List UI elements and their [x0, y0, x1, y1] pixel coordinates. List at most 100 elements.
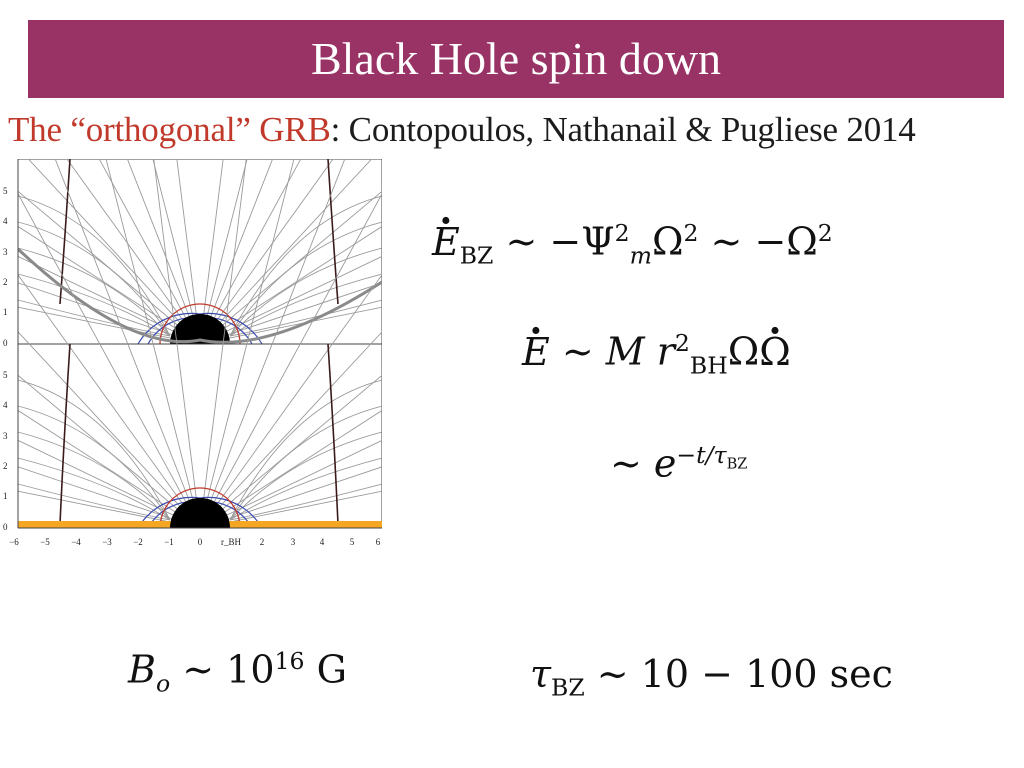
bottom-y-tick: 5 — [3, 370, 8, 380]
field-line — [0, 460, 180, 522]
field-line-figure: 5 4 3 2 1 0 5 4 3 2 1 0 −6 −5 −4 −3 −2 −… — [0, 156, 384, 548]
field-line — [0, 247, 181, 335]
x-tick: −2 — [133, 537, 143, 547]
x-tick: −6 — [9, 537, 19, 547]
light-surface-arc — [159, 487, 241, 529]
field-line — [218, 224, 384, 333]
top-y-tick: 3 — [3, 247, 8, 257]
field-line — [17, 457, 171, 521]
field-line — [219, 438, 384, 519]
field-line — [0, 311, 186, 513]
field-line — [152, 156, 198, 507]
field-line — [229, 379, 383, 521]
field-line — [204, 156, 296, 507]
black-hole — [170, 314, 230, 344]
field-line — [212, 156, 336, 327]
field-line — [17, 273, 171, 337]
field-line — [17, 195, 171, 337]
top-y-tick: 1 — [3, 307, 8, 317]
field-line — [207, 156, 347, 508]
field-line — [202, 156, 225, 323]
field-line — [207, 156, 275, 324]
separatrix-line — [59, 158, 71, 305]
bottom-y-tick: 1 — [3, 491, 8, 501]
panel-frame — [17, 158, 383, 345]
field-line — [229, 431, 383, 521]
field-line — [220, 465, 384, 522]
title-bar: Black Hole spin down — [28, 20, 1004, 98]
black-hole — [170, 498, 230, 528]
field-line — [229, 195, 383, 337]
field-line — [229, 273, 383, 337]
field-line — [0, 487, 179, 525]
subtitle: The “orthogonal” GRB: Contopoulos, Natha… — [8, 110, 916, 150]
equation-bz-power: EBZ ∼ −Ψ2mΩ2 ∼ −Ω2 — [432, 202, 833, 268]
field-line — [17, 221, 171, 337]
field-line — [229, 405, 383, 521]
bottom-y-tick: 3 — [3, 431, 8, 441]
x-tick: 4 — [320, 537, 325, 547]
field-line — [221, 306, 384, 341]
mask — [382, 156, 384, 548]
current-sheet — [16, 247, 383, 344]
equation-timescale: τBZ ∼ 10 − 100 sec — [530, 652, 893, 702]
field-line — [221, 490, 384, 525]
bottom-y-tick: 2 — [3, 461, 8, 471]
field-line — [210, 156, 303, 325]
panel-frame — [17, 343, 383, 529]
field-line — [229, 221, 383, 337]
field-line — [218, 408, 384, 517]
top-y-tick: 0 — [3, 338, 8, 348]
x-tick: −4 — [71, 537, 81, 547]
x-tick: 3 — [291, 537, 296, 547]
mask — [0, 156, 18, 548]
equation-exponential-decay: ∼ e−t/τBZ — [610, 441, 748, 486]
x-tick: r_BH — [221, 537, 242, 547]
subtitle-citation: : Contopoulos, Nathanail & Pugliese 2014 — [330, 110, 916, 149]
field-line — [125, 156, 193, 324]
field-line — [202, 156, 248, 507]
x-tick: 0 — [198, 537, 203, 547]
separatrix-line — [327, 343, 339, 525]
field-line — [151, 156, 196, 323]
x-tick: −1 — [164, 537, 174, 547]
field-line — [53, 156, 193, 508]
top-y-tick: 2 — [3, 277, 8, 287]
slide-title: Black Hole spin down — [310, 33, 722, 84]
field-line — [0, 214, 182, 333]
field-line — [0, 303, 179, 341]
field-line — [229, 247, 383, 337]
top-y-tick: 5 — [3, 186, 8, 196]
top-y-tick: 4 — [3, 216, 8, 226]
field-line — [214, 156, 376, 329]
field-line — [214, 329, 384, 513]
bottom-y-tick: 0 — [3, 522, 8, 532]
x-tick: 6 — [376, 537, 381, 547]
field-line — [97, 156, 190, 325]
equation-spin-energy: E ∼ M r2BHΩΩ — [522, 312, 791, 378]
field-line — [219, 254, 384, 335]
x-tick: −5 — [40, 537, 50, 547]
mask — [0, 528, 384, 548]
field-line — [212, 271, 384, 511]
separatrix-line — [327, 158, 339, 305]
field-line — [104, 156, 196, 507]
mask — [0, 156, 384, 159]
separatrix-line — [59, 343, 71, 525]
field-line — [17, 431, 171, 521]
light-surface-arc — [159, 303, 241, 345]
field-line — [17, 247, 171, 337]
field-line — [175, 156, 198, 323]
subtitle-highlight: The “orthogonal” GRB — [8, 110, 331, 149]
x-tick: −3 — [102, 537, 112, 547]
field-line — [0, 159, 190, 509]
field-line — [0, 398, 182, 517]
field-line — [220, 281, 384, 338]
field-line — [64, 156, 188, 327]
x-tick: 5 — [350, 537, 355, 547]
field-line — [17, 405, 171, 521]
field-line — [17, 379, 171, 521]
field-line — [229, 457, 383, 521]
field-line — [0, 431, 181, 519]
bottom-y-tick: 4 — [3, 400, 8, 410]
